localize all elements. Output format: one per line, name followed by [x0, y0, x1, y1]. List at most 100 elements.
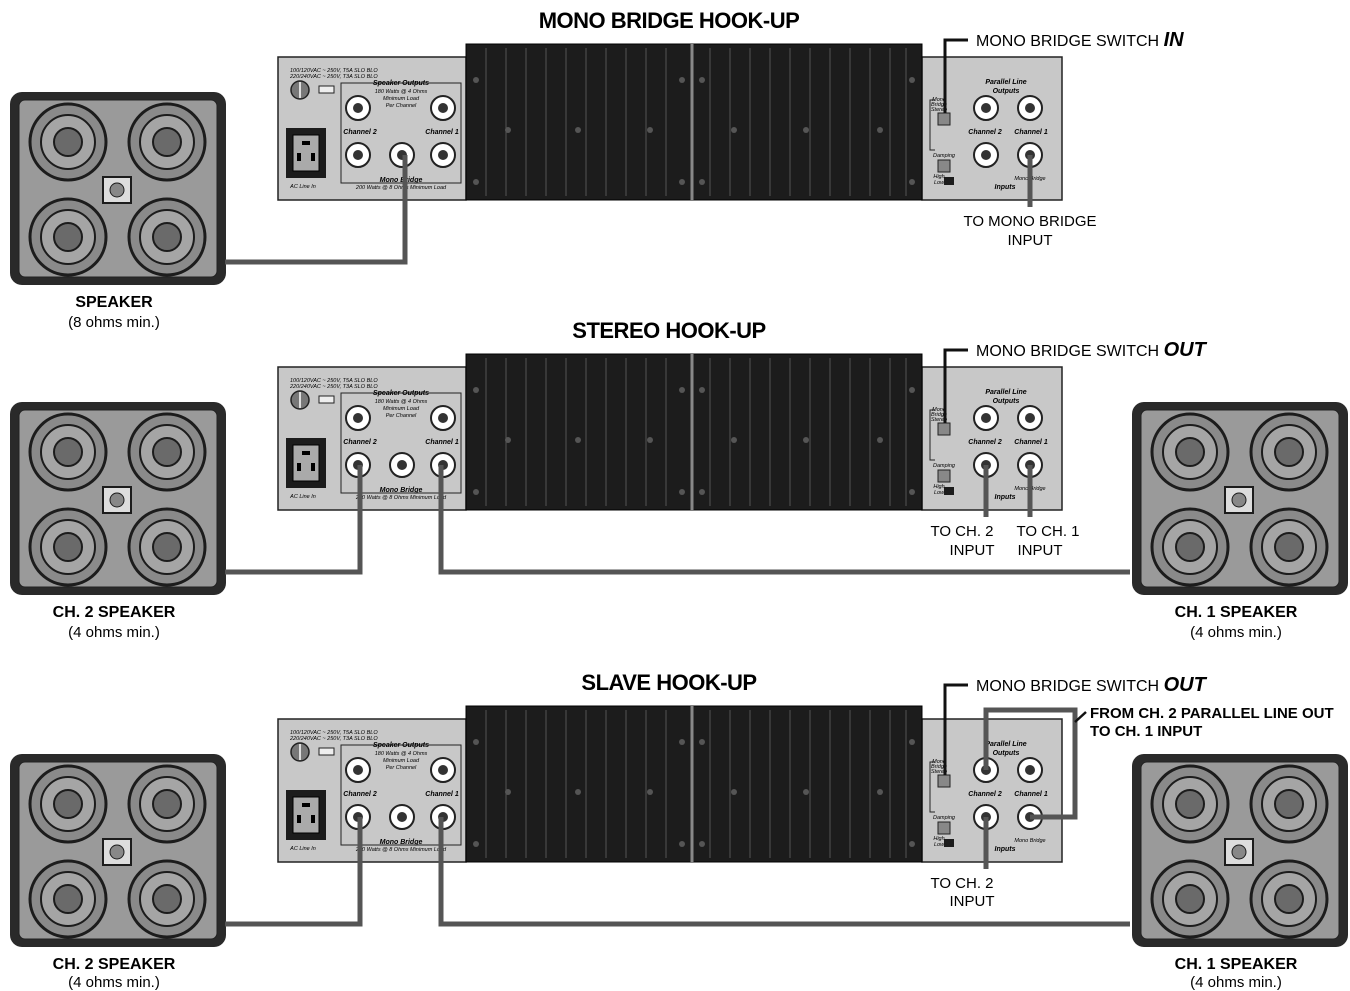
svg-text:Channel 1: Channel 1 — [425, 439, 459, 446]
speaker-cable — [225, 155, 408, 265]
speaker-cabinet-right — [1130, 752, 1350, 949]
svg-text:AC Line In: AC Line In — [289, 184, 316, 190]
speaker-spec: (4 ohms min.) — [1190, 624, 1282, 641]
svg-text:220/240VAC ~ 250V, T3A SLO BLO: 220/240VAC ~ 250V, T3A SLO BLO — [289, 74, 378, 80]
svg-text:Per Channel: Per Channel — [386, 413, 417, 419]
switch-callout: MONO BRIDGE SWITCH OUT — [943, 674, 1208, 775]
svg-text:TO CH. 1 INPUT: TO CH. 1 INPUT — [1090, 723, 1202, 740]
speaker-cable — [225, 465, 1130, 575]
section-mono-bridge: MONO BRIDGE HOOK-UP 100/120VAC ~ 250V, T… — [8, 8, 1184, 331]
svg-text:200 Watts @ 8 Ohms Minimum Loa: 200 Watts @ 8 Ohms Minimum Load — [355, 495, 447, 501]
svg-text:180 Watts @ 4 Ohms: 180 Watts @ 4 Ohms — [375, 399, 428, 405]
panel-labels: 100/120VAC ~ 250V, T5A SLO BLO 220/240VA… — [289, 730, 1048, 853]
svg-text:100/120VAC ~ 250V, T5A SLO BLO: 100/120VAC ~ 250V, T5A SLO BLO — [290, 730, 378, 736]
svg-text:Channel 2: Channel 2 — [968, 129, 1002, 136]
svg-text:Channel 2: Channel 2 — [343, 129, 377, 136]
speaker-spec: (4 ohms min.) — [68, 974, 160, 991]
svg-text:Channel 1: Channel 1 — [425, 791, 459, 798]
speaker-name: CH. 2 SPEAKER — [53, 956, 176, 973]
svg-text:Mono: Mono — [932, 759, 946, 765]
svg-text:Mono Bridge: Mono Bridge — [380, 487, 423, 494]
svg-text:MONO BRIDGE SWITCH OUT: MONO BRIDGE SWITCH OUT — [976, 674, 1208, 696]
svg-text:Minimum Load: Minimum Load — [383, 96, 420, 102]
svg-text:MONO BRIDGE SWITCH OUT: MONO BRIDGE SWITCH OUT — [976, 339, 1208, 361]
speaker-spec: (4 ohms min.) — [68, 624, 160, 641]
input-label: INPUT — [1008, 232, 1053, 249]
svg-text:Inputs: Inputs — [995, 494, 1016, 501]
speaker-cabinet-left — [8, 752, 228, 949]
speaker-spec: (8 ohms min.) — [68, 314, 160, 331]
jumper-callout: FROM CH. 2 PARALLEL LINE OUT TO CH. 1 IN… — [1074, 705, 1334, 740]
svg-text:Channel 1: Channel 1 — [1014, 129, 1048, 136]
svg-text:Low: Low — [934, 842, 945, 848]
speaker-name: CH. 2 SPEAKER — [53, 604, 176, 621]
svg-text:High: High — [933, 174, 944, 180]
svg-text:Mono Bridge: Mono Bridge — [380, 839, 423, 846]
input-label: INPUT — [1018, 542, 1063, 559]
input-cable — [983, 465, 1033, 517]
svg-text:Minimum Load: Minimum Load — [383, 758, 420, 764]
input-label: TO CH. 2 — [930, 875, 993, 892]
svg-text:Channel 1: Channel 1 — [1014, 791, 1048, 798]
svg-text:Mono Bridge: Mono Bridge — [380, 177, 423, 184]
svg-text:Inputs: Inputs — [995, 184, 1016, 191]
svg-text:Parallel Line: Parallel Line — [985, 79, 1026, 86]
svg-text:Channel 2: Channel 2 — [343, 791, 377, 798]
speaker-name: CH. 1 SPEAKER — [1175, 604, 1298, 621]
svg-text:200 Watts @ 8 Ohms Minimum Loa: 200 Watts @ 8 Ohms Minimum Load — [355, 185, 447, 191]
svg-text:Speaker Outputs: Speaker Outputs — [373, 390, 429, 397]
svg-text:Channel 1: Channel 1 — [425, 129, 459, 136]
svg-text:Damping: Damping — [933, 463, 956, 469]
svg-text:AC Line In: AC Line In — [289, 494, 316, 500]
speaker-name: CH. 1 SPEAKER — [1175, 956, 1298, 973]
speaker-spec: (4 ohms min.) — [1190, 974, 1282, 991]
speaker-cabinet-right — [1130, 400, 1350, 597]
svg-text:Mono: Mono — [932, 97, 946, 103]
svg-text:Channel 1: Channel 1 — [1014, 439, 1048, 446]
svg-text:MONO BRIDGE SWITCH IN: MONO BRIDGE SWITCH IN — [976, 29, 1184, 51]
svg-text:200 Watts @ 8 Ohms Minimum Loa: 200 Watts @ 8 Ohms Minimum Load — [355, 847, 447, 853]
svg-text:100/120VAC ~ 250V, T5A SLO BLO: 100/120VAC ~ 250V, T5A SLO BLO — [290, 68, 378, 74]
svg-text:Minimum Load: Minimum Load — [383, 406, 420, 412]
svg-text:Mono: Mono — [932, 407, 946, 413]
svg-text:Channel 2: Channel 2 — [343, 439, 377, 446]
svg-text:Outputs: Outputs — [993, 88, 1020, 95]
speaker-cable — [225, 817, 1130, 927]
jumper-cable — [983, 707, 1078, 820]
svg-text:Bridge: Bridge — [931, 102, 947, 108]
speaker-name: SPEAKER — [75, 294, 153, 311]
input-label: TO MONO BRIDGE — [963, 213, 1096, 230]
svg-text:220/240VAC ~ 250V, T3A SLO BLO: 220/240VAC ~ 250V, T3A SLO BLO — [289, 384, 378, 390]
input-label: INPUT — [950, 893, 995, 910]
speaker-cabinet-left — [8, 400, 228, 597]
svg-text:Channel 2: Channel 2 — [968, 439, 1002, 446]
svg-text:Parallel Line: Parallel Line — [985, 389, 1026, 396]
svg-text:Bridge: Bridge — [931, 412, 947, 418]
section-title: STEREO HOOK-UP — [572, 318, 765, 343]
svg-text:180 Watts @ 4 Ohms: 180 Watts @ 4 Ohms — [375, 89, 428, 95]
input-label: TO CH. 2 — [930, 523, 993, 540]
svg-text:180 Watts @ 4 Ohms: 180 Watts @ 4 Ohms — [375, 751, 428, 757]
switch-callout: MONO BRIDGE SWITCH IN — [943, 29, 1184, 113]
svg-text:Inputs: Inputs — [995, 846, 1016, 853]
svg-text:220/240VAC ~ 250V, T3A SLO BLO: 220/240VAC ~ 250V, T3A SLO BLO — [289, 736, 378, 742]
svg-text:Speaker Outputs: Speaker Outputs — [373, 742, 429, 749]
input-label: INPUT — [950, 542, 995, 559]
svg-text:Per Channel: Per Channel — [386, 103, 417, 109]
svg-text:Outputs: Outputs — [993, 398, 1020, 405]
svg-text:Low: Low — [934, 490, 945, 496]
svg-text:Stereo: Stereo — [931, 107, 947, 113]
panel-labels: 100/120VAC ~ 250V, T5A SLO BLO 220/240VA… — [289, 68, 1048, 191]
svg-text:100/120VAC ~ 250V, T5A SLO BLO: 100/120VAC ~ 250V, T5A SLO BLO — [290, 378, 378, 384]
svg-text:Damping: Damping — [933, 815, 956, 821]
section-title: SLAVE HOOK-UP — [581, 670, 756, 695]
svg-text:Channel 2: Channel 2 — [968, 791, 1002, 798]
speaker-cabinet-left — [8, 90, 228, 287]
svg-text:Mono Bridge: Mono Bridge — [1014, 838, 1045, 844]
svg-text:Per Channel: Per Channel — [386, 765, 417, 771]
svg-text:High: High — [933, 836, 944, 842]
svg-text:Stereo: Stereo — [931, 769, 947, 775]
svg-text:AC Line In: AC Line In — [289, 846, 316, 852]
section-title: MONO BRIDGE HOOK-UP — [539, 8, 800, 33]
